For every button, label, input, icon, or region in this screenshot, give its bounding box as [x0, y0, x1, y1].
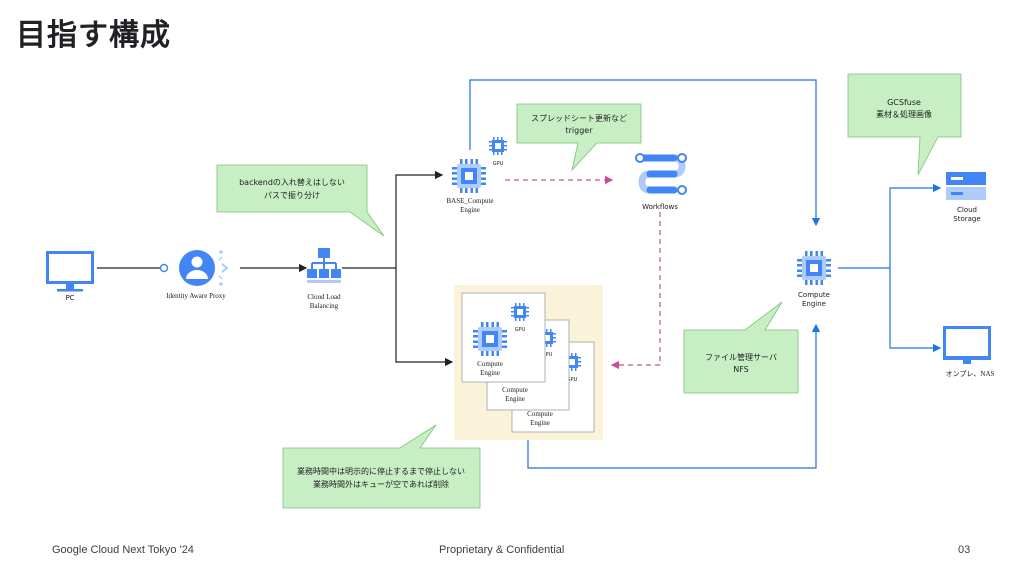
desktop-icon: [943, 326, 991, 364]
edge-group-compute: [527, 323, 821, 469]
compute-engine-icon: [452, 159, 486, 193]
footer-page-number: 03: [958, 544, 971, 556]
workflows-node: Workflows: [635, 153, 687, 211]
footer-confidential: Proprietary & Confidential: [439, 544, 565, 556]
storage-icon: [946, 172, 986, 200]
base-compute-node: GPU BASE_Compute Engine: [446, 137, 507, 214]
callout-spreadsheet-line2: trigger: [565, 126, 593, 135]
iap-node: Identity Aware Proxy: [166, 250, 229, 300]
load-balancing-node: Cloud Load Balancing: [307, 248, 341, 310]
pc-label: PC: [65, 294, 74, 302]
svg-text:GPU: GPU: [515, 327, 526, 333]
svg-text:GPU: GPU: [542, 352, 553, 358]
desktop-icon: [46, 251, 94, 292]
nfs-compute-node: Compute Engine: [797, 251, 831, 308]
gpu-label: GPU: [493, 161, 504, 167]
callout-spreadsheet: スプレッドシート更新など trigger: [516, 103, 642, 172]
callout-backend-line2: パスで振り分け: [264, 190, 320, 200]
workflows-icon: [635, 153, 687, 195]
callout-business-line1: 業務時間中は明示的に停止するまで停止しない: [297, 466, 465, 476]
connectors: [97, 79, 942, 469]
edge-workflows-group: [610, 212, 661, 370]
nas-node: オンプレ、NAS: [943, 326, 995, 378]
instance-card-1: GPU Compute Engine: [461, 292, 546, 383]
edge-base-compute: [469, 79, 821, 227]
callout-backend-line1: backendの入れ替えはしない: [239, 177, 345, 187]
storage-label-line1: Cloud: [957, 206, 977, 214]
callout-business-line2: 業務時間外はキューが空であれば削除: [313, 479, 449, 489]
workflows-label: Workflows: [642, 203, 678, 211]
edge-split-group: [395, 268, 454, 367]
base-label-line2: Engine: [460, 206, 480, 214]
compute-engine-icon: [797, 251, 831, 285]
callout-nfs-line2: NFS: [733, 365, 749, 374]
base-label-line1: BASE_Compute: [446, 197, 493, 205]
nas-label: オンプレ、NAS: [946, 370, 995, 378]
callout-gcsfuse: GCSfuse 素材＆処理画像: [847, 73, 962, 176]
callout-spreadsheet-line1: スプレッドシート更新など: [531, 113, 627, 123]
lb-label-line1: Cloud Load: [307, 293, 341, 301]
svg-text:Engine: Engine: [530, 419, 550, 427]
pc-node: PC: [46, 251, 94, 302]
callout-business-hours: 業務時間中は明示的に停止するまで停止しない 業務時間外はキューが空であれば削除: [282, 424, 481, 509]
edge-compute-nas: [889, 268, 942, 353]
user-shield-icon: [179, 250, 229, 286]
svg-text:Compute: Compute: [502, 386, 528, 394]
storage-label-line2: Storage: [953, 215, 980, 223]
iap-input-dot: [159, 263, 169, 273]
instance-group: GPU Compute Engine GPU Compute Engine GP…: [454, 285, 603, 440]
svg-text:GPU: GPU: [567, 377, 578, 383]
svg-text:Engine: Engine: [480, 369, 500, 377]
svg-text:Engine: Engine: [505, 395, 525, 403]
compute-label-line2: Engine: [802, 300, 826, 308]
svg-text:Compute: Compute: [477, 360, 503, 368]
gpu-icon: [489, 137, 507, 155]
iap-label: Identity Aware Proxy: [166, 292, 226, 300]
callout-gcsfuse-line1: GCSfuse: [887, 98, 921, 107]
callout-backend: backendの入れ替えはしない パスで振り分け: [216, 164, 385, 237]
callout-nfs-line1: ファイル管理サーバ: [705, 352, 777, 362]
footer-event: Google Cloud Next Tokyo '24: [52, 544, 194, 556]
page-title: 目指す構成: [16, 18, 171, 53]
svg-text:Compute: Compute: [527, 410, 553, 418]
callout-nfs: ファイル管理サーバ NFS: [683, 301, 799, 394]
load-balancer-icon: [307, 248, 341, 283]
cloud-storage-node: Cloud Storage: [946, 172, 986, 223]
compute-label-line1: Compute: [798, 291, 830, 299]
callout-gcsfuse-line2: 素材＆処理画像: [876, 109, 932, 119]
lb-label-line2: Balancing: [310, 302, 339, 310]
edge-compute-storage: [889, 183, 942, 268]
edge-split-base: [395, 170, 444, 268]
